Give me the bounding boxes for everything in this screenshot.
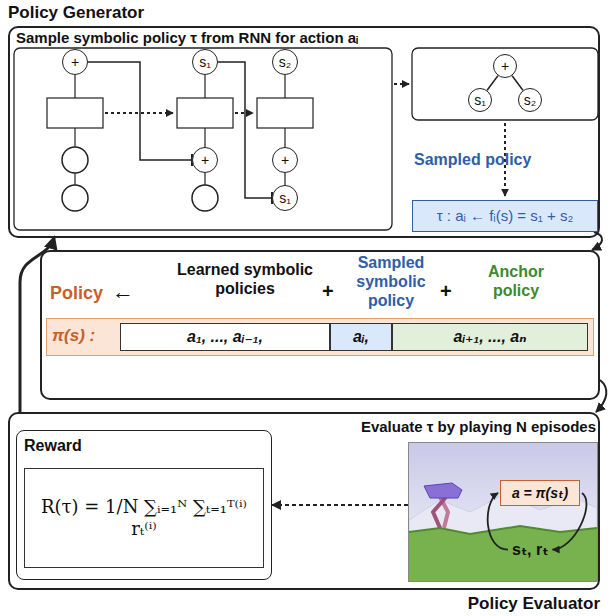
action-cell: a₁, ..., aᵢ₋₁,: [120, 323, 330, 351]
evaluator-panel: Evaluate τ by playing N episodesPolicy E…: [8, 412, 600, 590]
token-circle: +: [192, 147, 218, 173]
node-text: a = π(sₜ): [512, 485, 568, 502]
panel-title: Policy Evaluator: [400, 594, 600, 614]
node-text: aᵢ₊₁, ..., aₙ: [453, 327, 526, 346]
node-text: s₂: [524, 92, 536, 109]
action-cell: aᵢ₊₁, ..., aₙ: [392, 323, 588, 351]
tree-frame: [412, 48, 598, 120]
rnn-cell: [257, 98, 313, 128]
node-text: τ : aᵢ ← fᵢ(s) = s₁ + s₂: [437, 207, 574, 225]
formula-box: R(τ) = 1/N ∑ᵢ₌₁ᴺ ∑ₜ₌₁ᵀ⁽ⁱ⁾ rₜ⁽ⁱ⁾: [24, 468, 264, 568]
game-ground: [409, 526, 597, 581]
node-text: s₁: [474, 92, 486, 109]
connector: [487, 76, 498, 91]
connector: [592, 232, 602, 250]
node-text: +: [281, 152, 289, 169]
game-frame: sₜ, rₜ a = π(sₜ): [408, 442, 598, 582]
action-cell: aᵢ,: [330, 323, 392, 351]
tree-node: s₁: [468, 88, 492, 112]
policy-bar: π(s) : a₁, ..., aᵢ₋₁, aᵢ, aᵢ₊₁, ..., aₙ: [46, 318, 594, 356]
connector: [512, 76, 523, 91]
panel-title: Policy Generator: [8, 3, 144, 23]
token-circle: +: [272, 147, 298, 173]
node-text: a₁, ..., aᵢ₋₁,: [187, 327, 263, 346]
node-text: s₂: [279, 54, 291, 71]
empty-token: [62, 147, 88, 173]
part-label: Learned symbolic policies: [170, 260, 320, 298]
empty-token: [62, 185, 88, 211]
rnn-cell: [47, 98, 103, 128]
box-heading: Reward: [24, 436, 82, 455]
connector: [272, 504, 408, 506]
rnn-cell: [177, 98, 233, 128]
box-heading: Sampled policy: [414, 150, 494, 169]
walker-leg: [433, 497, 446, 528]
token-circle: s₁: [272, 185, 298, 211]
connector: [218, 62, 272, 198]
rnn-frame: [14, 48, 392, 230]
plus-sign: +: [322, 279, 334, 303]
arrow-glyph: ←: [112, 279, 134, 305]
node-text: s₁: [279, 190, 291, 207]
part-label: Anchor policy: [466, 262, 566, 300]
node-text: +: [501, 58, 509, 75]
walker-hull: [424, 483, 462, 498]
ground-edge: [409, 526, 597, 534]
connector: [596, 380, 606, 412]
node-text: aᵢ,: [353, 327, 369, 346]
plus-sign: +: [440, 279, 452, 303]
panel-heading: Sample symbolic policy τ from RNN for ac…: [16, 29, 358, 47]
node-text: +: [71, 54, 79, 71]
part-label: Sampled symbolic policy: [345, 253, 437, 311]
connector: [88, 62, 192, 160]
generator-panel: Policy GeneratorSample symbolic policy τ…: [8, 26, 600, 238]
reward-box: RewardR(τ) = 1/N ∑ᵢ₌₁ᴺ ∑ₜ₌₁ᵀ⁽ⁱ⁾ rₜ⁽ⁱ⁾: [16, 430, 272, 580]
token-circle: s₁: [192, 49, 218, 75]
dotted-arrows: [105, 84, 505, 196]
game-sky: [409, 443, 597, 581]
token-circle: +: [62, 49, 88, 75]
node-text: s₁: [199, 54, 211, 71]
empty-token: [192, 185, 218, 211]
node-text: R(τ) = 1/N ∑ᵢ₌₁ᴺ ∑ₜ₌₁ᵀ⁽ⁱ⁾ rₜ⁽ⁱ⁾: [29, 496, 259, 539]
node-text: +: [201, 152, 209, 169]
panel-heading: Evaluate τ by playing N episodes: [330, 418, 596, 436]
tree-node: s₂: [518, 88, 542, 112]
sampled-policy-box: Sampled policyτ : aᵢ ← fᵢ(s) = s₁ + s₂: [412, 200, 598, 232]
rnn-wires: [75, 75, 285, 185]
tree-node: +: [493, 54, 517, 78]
state-label: sₜ, rₜ: [512, 540, 548, 559]
policy-panel: Policy←Learned symbolic policies+Sampled…: [40, 250, 600, 400]
token-circle: s₂: [272, 49, 298, 75]
policy-label: Policy: [50, 283, 103, 305]
action-box: a = π(sₜ): [500, 480, 580, 506]
policy-symbol: π(s) :: [52, 326, 95, 346]
